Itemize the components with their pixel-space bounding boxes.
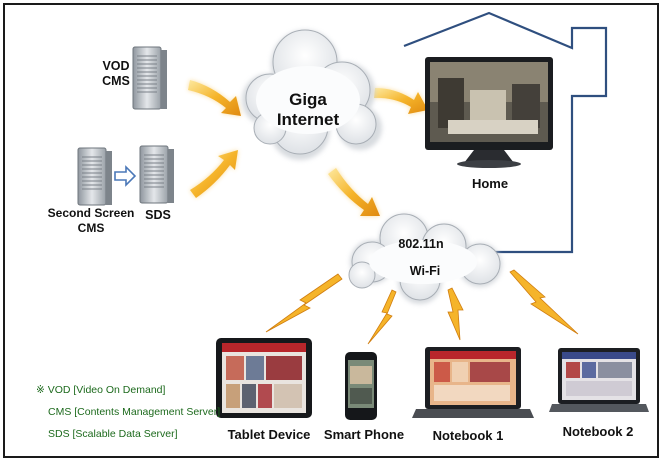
smartphone-label: Smart Phone: [323, 427, 405, 442]
legend: ※ VOD [Video On Demand] CMS [Contents Ma…: [36, 379, 220, 445]
second-screen-cms-label-line1: Second Screen: [47, 206, 135, 220]
giga-label-line2: Internet: [276, 110, 340, 129]
notebook1-icon: [412, 347, 534, 418]
legend-sds: SDS [Scalable Data Server]: [48, 428, 178, 440]
arrow-internet-to-wifi-icon: [328, 168, 380, 216]
legend-vod: ※ VOD [Video On Demand]: [36, 384, 166, 396]
lightning-tablet-icon: [265, 273, 343, 333]
lightning-notebook2-icon: [509, 269, 579, 335]
sync-arrow-icon: [114, 165, 137, 187]
tablet-icon: [216, 338, 312, 418]
giga-internet-cloud-icon: [242, 29, 382, 160]
second-screen-cms-label: Second Screen CMS: [42, 206, 140, 236]
second-screen-cms-label-line2: CMS: [77, 221, 105, 235]
lightning-phone-icon: [367, 289, 397, 345]
wifi-cloud-icon: [348, 213, 502, 304]
arrow-sds-to-internet-icon: [190, 150, 238, 198]
arrow-internet-to-home-icon: [374, 88, 428, 114]
tablet-label: Tablet Device: [227, 427, 311, 442]
vod-cms-label-line2: CMS: [102, 74, 130, 88]
arrow-vod-to-internet-icon: [188, 80, 241, 116]
television-icon: [425, 57, 553, 168]
house-outline: [403, 11, 608, 254]
notebook2-icon: [549, 348, 649, 412]
notebook2-label: Notebook 2: [562, 424, 634, 439]
sds-server-icon: [139, 145, 174, 204]
vod-cms-label-line1: VOD: [102, 59, 130, 73]
smartphone-icon: [345, 352, 377, 420]
lightning-notebook1-icon: [447, 287, 464, 341]
wifi-label-line1: 802.11n: [398, 237, 444, 251]
legend-cms: CMS [Contents Management Server]: [48, 406, 221, 418]
second-screen-server-icon: [77, 147, 112, 206]
notebook1-label: Notebook 1: [432, 428, 504, 443]
home-label: Home: [471, 176, 509, 191]
giga-label-line1: Giga: [289, 90, 327, 109]
vod-cms-label: VOD CMS: [99, 59, 133, 89]
wifi-label-line2: Wi-Fi: [409, 264, 441, 278]
sds-label: SDS: [145, 208, 171, 222]
giga-internet-label: Giga Internet: [262, 90, 354, 130]
vod-server-icon: [132, 46, 167, 110]
